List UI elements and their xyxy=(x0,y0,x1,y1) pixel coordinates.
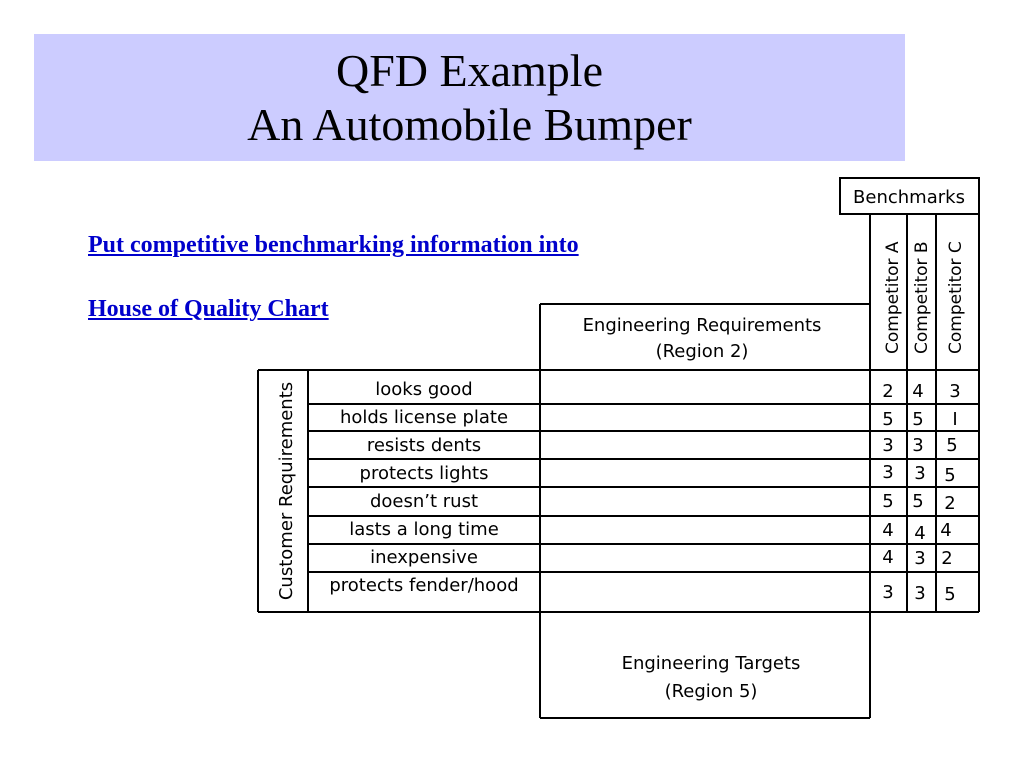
score-c: 5 xyxy=(944,584,955,605)
score-a: 2 xyxy=(882,381,893,402)
score-a: 3 xyxy=(882,462,893,483)
score-a: 4 xyxy=(882,547,893,568)
customer-requirement-rows: looks good holds license plate resists d… xyxy=(329,379,518,596)
requirement-text: lasts a long time xyxy=(349,519,499,540)
score-a: 5 xyxy=(882,409,893,430)
score-a: 3 xyxy=(882,582,893,603)
requirement-text: looks good xyxy=(375,379,472,400)
region5-label-line-1: Engineering Targets xyxy=(622,653,801,674)
region2-label-line-1: Engineering Requirements xyxy=(583,315,822,336)
benchmarks-header-box xyxy=(839,177,980,215)
requirement-text: holds license plate xyxy=(340,407,508,428)
slide-title: QFD Example An Automobile Bumper xyxy=(34,34,905,161)
score-b: 5 xyxy=(912,409,923,430)
requirement-text: protects lights xyxy=(360,463,489,484)
competitor-c-header: Competitor C xyxy=(946,241,966,354)
score-c: 5 xyxy=(946,435,957,456)
score-b: 4 xyxy=(914,523,925,544)
score-c: 4 xyxy=(940,520,951,541)
region5-label-line-2: (Region 5) xyxy=(665,681,758,702)
score-c: 3 xyxy=(949,381,960,402)
instruction-link-line-2[interactable]: House of Quality Chart xyxy=(88,296,329,322)
benchmarks-header: Benchmarks xyxy=(853,187,965,208)
score-c: 5 xyxy=(944,465,955,486)
score-c: 2 xyxy=(944,493,955,514)
requirement-text: protects fender/hood xyxy=(329,575,518,596)
score-b: 5 xyxy=(912,491,923,512)
score-c: 2 xyxy=(941,548,952,569)
title-line-2: An Automobile Bumper xyxy=(247,99,692,150)
score-b: 3 xyxy=(914,548,925,569)
region2-label-line-2: (Region 2) xyxy=(656,341,749,362)
score-b: 3 xyxy=(912,435,923,456)
score-c: I xyxy=(952,409,957,430)
benchmark-scores: 2 4 3 5 5 I 3 3 5 3 3 5 5 5 2 4 4 4 4 3 … xyxy=(882,381,960,605)
score-b: 4 xyxy=(912,381,923,402)
score-b: 3 xyxy=(914,463,925,484)
requirement-text: doesn’t rust xyxy=(370,491,478,512)
title-line-1: QFD Example xyxy=(335,45,603,96)
instruction-link-line-1[interactable]: Put competitive benchmarking information… xyxy=(88,232,579,258)
customer-requirements-label: Customer Requirements xyxy=(276,382,297,600)
score-b: 3 xyxy=(914,583,925,604)
score-a: 4 xyxy=(882,520,893,541)
score-a: 3 xyxy=(882,435,893,456)
requirement-text: resists dents xyxy=(367,435,481,456)
competitor-a-header: Competitor A xyxy=(883,241,903,354)
requirement-text: inexpensive xyxy=(370,547,478,568)
competitor-b-header: Competitor B xyxy=(912,241,932,354)
score-a: 5 xyxy=(882,491,893,512)
